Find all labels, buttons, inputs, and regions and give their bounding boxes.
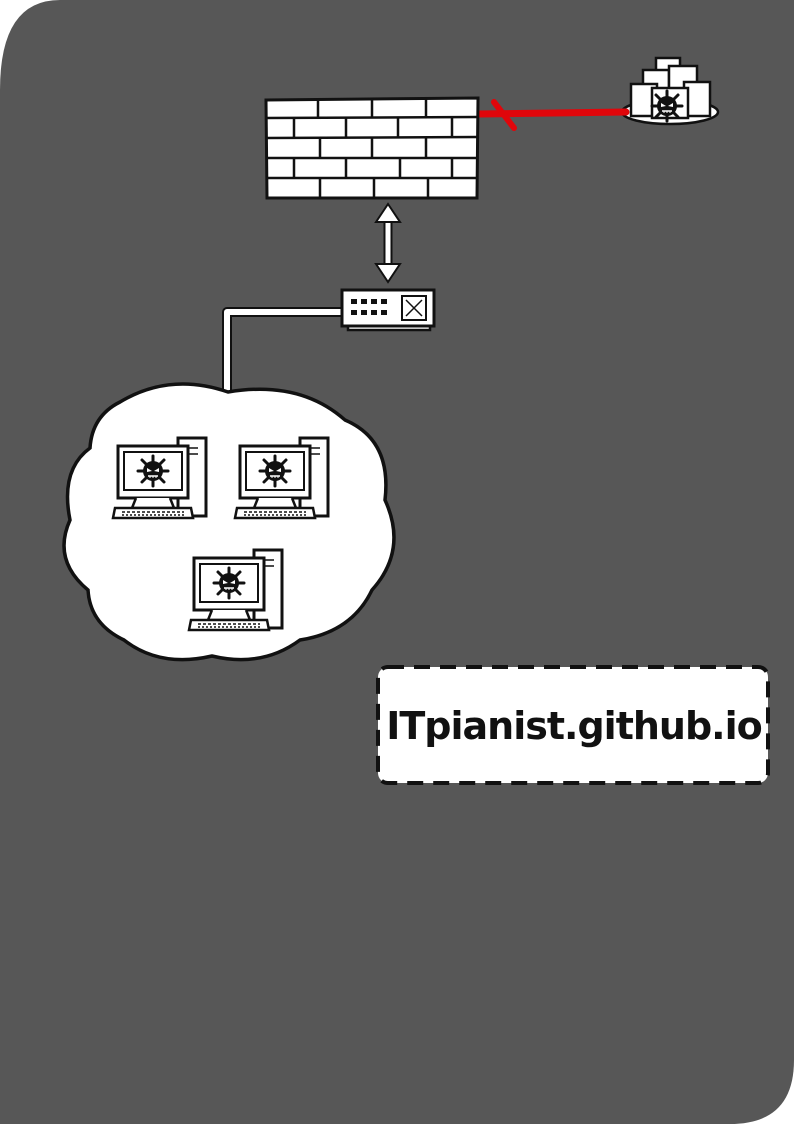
label-box bbox=[376, 665, 770, 785]
bidirectional-arrow-icon bbox=[374, 202, 402, 284]
switch-icon bbox=[340, 288, 436, 332]
firewall-icon bbox=[264, 96, 480, 200]
site-label: ITpianist.github.io bbox=[386, 704, 763, 748]
attack-link bbox=[474, 99, 630, 131]
network-cable bbox=[222, 307, 342, 392]
attacker-servers-icon bbox=[620, 56, 720, 126]
